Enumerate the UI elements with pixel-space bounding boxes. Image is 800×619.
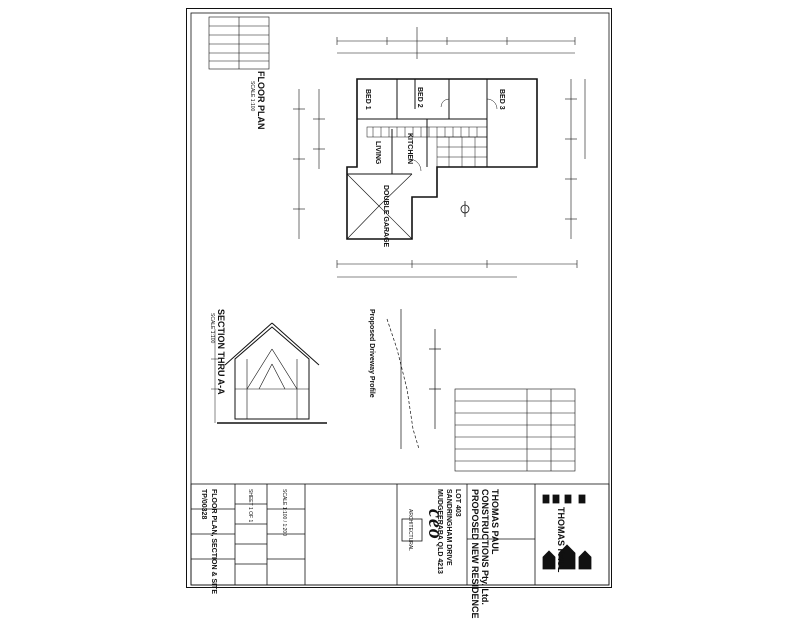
builder-brand: THOMAS PAUL: [556, 507, 566, 573]
area-schedule-table: [208, 16, 270, 70]
site-lot: LOT 403: [454, 489, 461, 517]
driveway-profile: [386, 309, 441, 450]
room-bed-3: BED 3: [498, 89, 505, 110]
bottom-dimension: [336, 260, 578, 278]
specification-table: [454, 388, 576, 472]
drawing-linework: [190, 12, 610, 586]
architect-logo: ceo: [424, 509, 446, 540]
floor-plan-scale: SCALE 1:100: [249, 81, 255, 112]
architect-subtitle: ARCHITECTURAL: [407, 509, 413, 551]
room-bed-2: BED 2: [416, 87, 423, 108]
top-dimension: [336, 27, 576, 59]
builder-logo-art: [542, 494, 592, 570]
room-living: LIVING: [374, 141, 381, 165]
project-title: PROPOSED NEW RESIDENCE: [470, 489, 480, 619]
north-arrow: [460, 201, 470, 217]
right-dimensions: [565, 79, 586, 239]
drawing-sheet: FLOOR PLAN SCALE 1:100 BED 1 BED 2 BED 3…: [186, 8, 612, 619]
left-dimensions: [293, 89, 325, 239]
driveway-profile-title: Proposed Driveway Profile: [368, 309, 375, 398]
room-double-garage: DOUBLE GARAGE: [382, 185, 389, 248]
section-drawing: [217, 322, 327, 424]
room-bed-1: BED 1: [364, 89, 371, 110]
room-kitchen: KITCHEN: [406, 133, 413, 165]
floor-plan-title: FLOOR PLAN: [256, 71, 266, 130]
floor-plan: [346, 78, 538, 240]
drawing-title: FLOOR PLAN, SECTION & SITE: [210, 489, 217, 595]
client-name: THOMAS PAUL: [490, 489, 500, 555]
section-dimensions: [211, 329, 219, 423]
client-company: CONSTRUCTIONS Pty. Ltd.: [480, 489, 490, 605]
section-scale: SCALE 1:100: [209, 313, 215, 344]
drawing-number: TP/00328: [200, 489, 207, 520]
title-block: [190, 483, 610, 586]
section-title: SECTION THRU A-A: [216, 309, 226, 395]
drawing-scale: SCALE 1:100 / 1:200: [281, 489, 287, 536]
sheet-number: SHEET 1 OF 1: [247, 489, 253, 523]
